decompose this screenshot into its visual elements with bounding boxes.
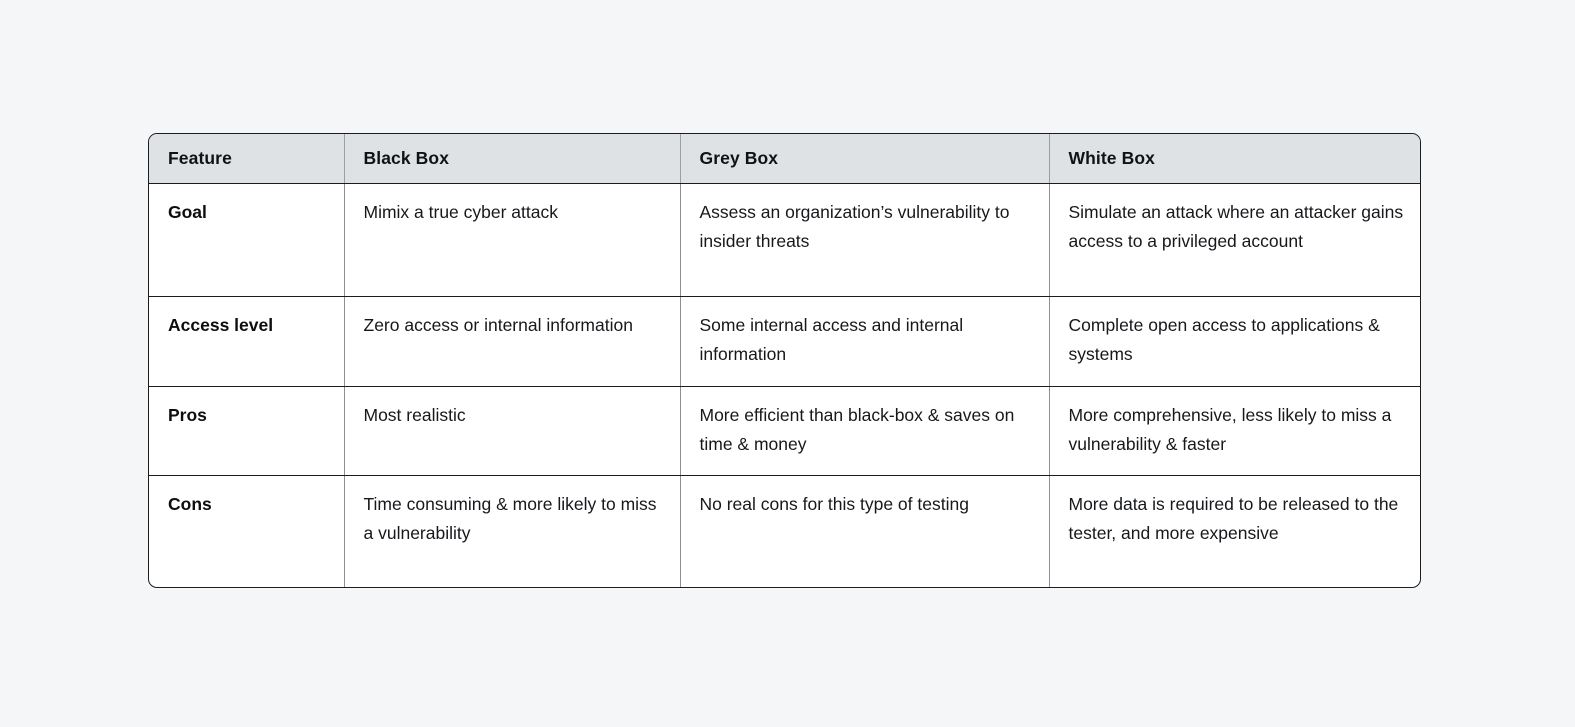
table-row: Goal Mimix a true cyber attack Assess an…: [149, 183, 1420, 297]
comparison-table-container: Feature Black Box Grey Box White Box Goa…: [148, 133, 1421, 588]
cell-feature-goal: Goal: [149, 183, 345, 297]
table-header: Feature Black Box Grey Box White Box: [149, 134, 1420, 184]
table-row: Access level Zero access or internal inf…: [149, 296, 1420, 387]
column-header-black-box: Black Box: [344, 134, 681, 184]
cell-feature-cons: Cons: [149, 475, 345, 587]
cell-black-box-cons: Time consuming & more likely to miss a v…: [344, 475, 681, 587]
cell-grey-box-access-level: Some internal access and internal inform…: [680, 296, 1050, 387]
cell-black-box-pros: Most realistic: [344, 386, 681, 476]
cell-black-box-goal: Mimix a true cyber attack: [344, 183, 681, 297]
cell-white-box-access-level: Complete open access to applications & s…: [1049, 296, 1420, 387]
table-row: Pros Most realistic More efficient than …: [149, 386, 1420, 476]
cell-white-box-goal: Simulate an attack where an attacker gai…: [1049, 183, 1420, 297]
cell-feature-pros: Pros: [149, 386, 345, 476]
table-header-row: Feature Black Box Grey Box White Box: [149, 134, 1420, 184]
cell-white-box-cons: More data is required to be released to …: [1068, 493, 1399, 543]
column-header-feature: Feature: [149, 134, 345, 184]
comparison-table: Feature Black Box Grey Box White Box Goa…: [149, 134, 1420, 587]
cell-grey-box-goal: Assess an organization’s vulnerability t…: [680, 183, 1050, 297]
table-row: Cons Time consuming & more likely to mis…: [149, 475, 1420, 587]
column-header-grey-box: Grey Box: [680, 134, 1050, 184]
cell-grey-box-pros: More efficient than black-box & saves on…: [680, 386, 1050, 476]
cell-feature-access-level: Access level: [149, 296, 345, 387]
cell-grey-box-cons: No real cons for this type of testing: [680, 475, 1050, 587]
table-body: Goal Mimix a true cyber attack Assess an…: [149, 183, 1420, 587]
cell-black-box-access-level: Zero access or internal information: [344, 296, 681, 387]
column-header-white-box: White Box: [1049, 134, 1420, 184]
cell-white-box-pros: More comprehensive, less likely to miss …: [1049, 386, 1420, 476]
